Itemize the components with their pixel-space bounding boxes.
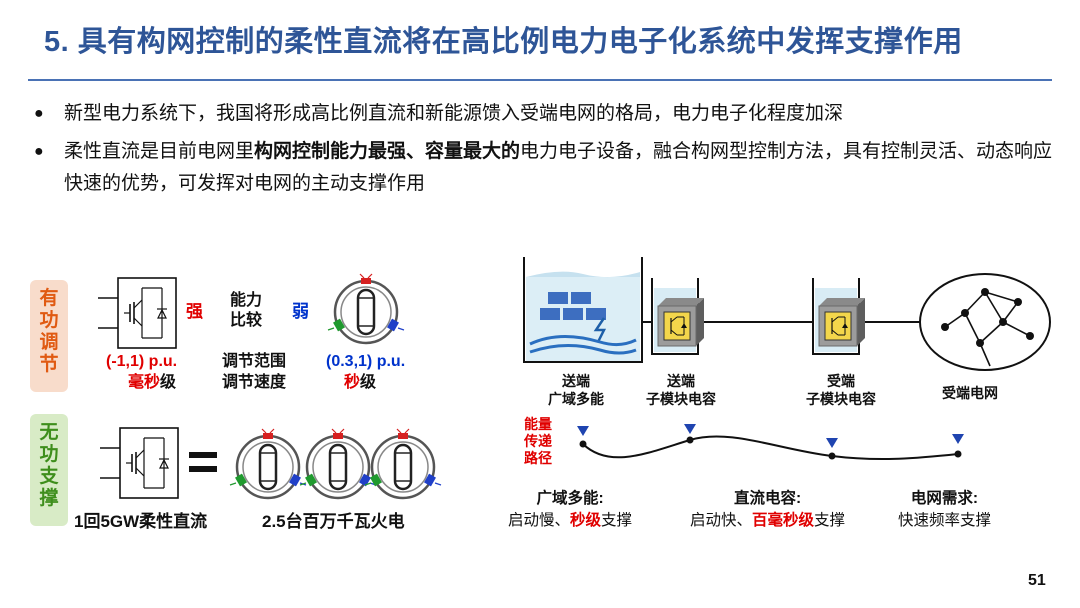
path-marker-icon (826, 438, 838, 448)
page-number: 51 (1028, 572, 1046, 589)
path-marker-icon (577, 426, 589, 436)
path-node (954, 450, 962, 458)
gen-range-value: (0.3,1) p.u. (326, 353, 406, 370)
node-label-sending-capacitor: 送端子模块电容 (646, 373, 716, 407)
energy-path-label: 能量 传递 路径 (524, 416, 552, 466)
reactive-power-label: 无 功 支 撑 (30, 414, 68, 526)
path-marker-icon (684, 424, 696, 434)
receiving-grid-network (919, 273, 1051, 371)
energy-path-curve (582, 435, 959, 461)
bullet-list: ● 新型电力系统下，我国将形成高比例直流和新能源馈入受端电网的格局，电力电子化程… (34, 98, 1054, 206)
regulation-speed-label: 调节速度 (222, 374, 287, 391)
equals-sign-top (189, 452, 217, 458)
path-node (579, 440, 587, 448)
path-node (828, 452, 836, 460)
vsc-speed-value: 毫秒级 (128, 374, 177, 391)
thermal-units-caption: 2.5台百万千瓦火电 (262, 512, 405, 531)
vsc-range-value: (-1,1) p.u. (106, 353, 178, 370)
weak-label: 弱 (292, 302, 309, 321)
footer-grid-demand: 电网需求: 快速频率支撑 (898, 490, 992, 529)
page-title: 5. 具有构网控制的柔性直流将在高比例电力电子化系统中发挥支撑作用 (44, 26, 963, 58)
capability-compare-label: 能力 比较 (230, 292, 263, 329)
active-power-label: 有 功 调 节 (30, 280, 68, 392)
sending-end-capacitor (651, 278, 705, 355)
strong-label: 强 (186, 302, 203, 321)
gen-speed-value: 秒级 (344, 374, 377, 391)
bullet-item-1: ● 新型电力系统下，我国将形成高比例直流和新能源馈入受端电网的格局，电力电子化程… (34, 98, 1054, 130)
footer-dc-capacitor: 直流电容: 启动快、百毫秒级支撑 (690, 490, 846, 529)
sending-end-multi-energy (523, 257, 643, 363)
bullet-emphasis: 构网控制能力最强、容量最大的 (254, 141, 521, 162)
title-divider (28, 79, 1052, 81)
generator-icon-3 (363, 427, 443, 500)
vsc-switch-icon (97, 277, 177, 349)
bullet-dot-icon: ● (34, 143, 44, 160)
regulation-range-label: 调节范围 (222, 353, 287, 370)
node-label-receiving-capacitor: 受端子模块电容 (806, 373, 876, 407)
path-node (686, 436, 694, 444)
equals-sign-bottom (189, 466, 217, 472)
vsc-capacity-caption: 1回5GW柔性直流 (74, 512, 208, 531)
footer-multi-energy: 广域多能: 启动慢、秒级支撑 (508, 490, 633, 529)
generator-icon-2 (298, 427, 378, 500)
vsc-switch-icon-reactive (99, 427, 179, 499)
bullet-dot-icon: ● (34, 105, 44, 122)
node-label-sending-multi-energy: 送端广域多能 (548, 373, 604, 407)
path-marker-icon (952, 434, 964, 444)
generator-icon (326, 272, 406, 345)
receiving-end-capacitor (812, 278, 866, 355)
generator-icon-1 (228, 427, 308, 500)
node-label-receiving-grid: 受端电网 (942, 385, 998, 401)
bullet-item-2: ● 柔性直流是目前电网里构网控制能力最强、容量最大的电力电子设备，融合构网型控制… (34, 136, 1054, 200)
